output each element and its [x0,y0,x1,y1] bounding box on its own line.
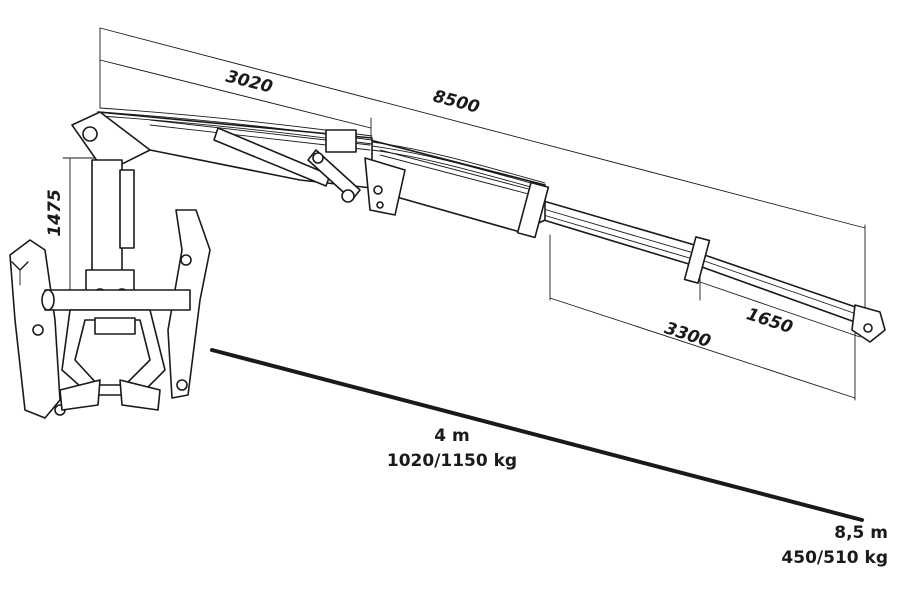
far-load-label: 450/510 kg [781,548,888,568]
knuckle-joint [364,157,406,216]
dim-label-3300: 3300 [662,318,713,352]
far-reach-label: 8,5 m [834,523,888,543]
column-head [71,111,151,166]
dimension-lines [62,27,866,522]
base-foot [59,379,101,411]
cross-beam [44,289,191,311]
reach-line [210,348,864,522]
dim-label-1475: 1475 [45,189,65,236]
capacity-labels: 4 m 1020/1150 kg 8,5 m 450/510 kg [387,426,888,568]
dim-label-8500: 8500 [431,87,482,118]
dim-line-8500 [99,27,866,229]
dim-line-3020 [99,59,372,129]
boom-collar [516,181,550,239]
crane-boom [97,107,886,343]
crane-column [71,111,151,304]
dim-line-3300 [549,297,856,399]
dim-label-1650: 1650 [744,304,795,338]
cylinder-head [325,129,357,153]
boom-cylinder [213,127,331,187]
near-reach-label: 4 m [434,426,469,446]
crane-base [9,209,211,419]
extension-collar [683,236,711,284]
boom-extension-1 [536,199,706,269]
near-load-label: 1020/1150 kg [387,451,517,471]
slewing-cylinder [119,169,135,249]
base-foot [119,379,161,411]
dim-line-1650 [699,281,861,338]
